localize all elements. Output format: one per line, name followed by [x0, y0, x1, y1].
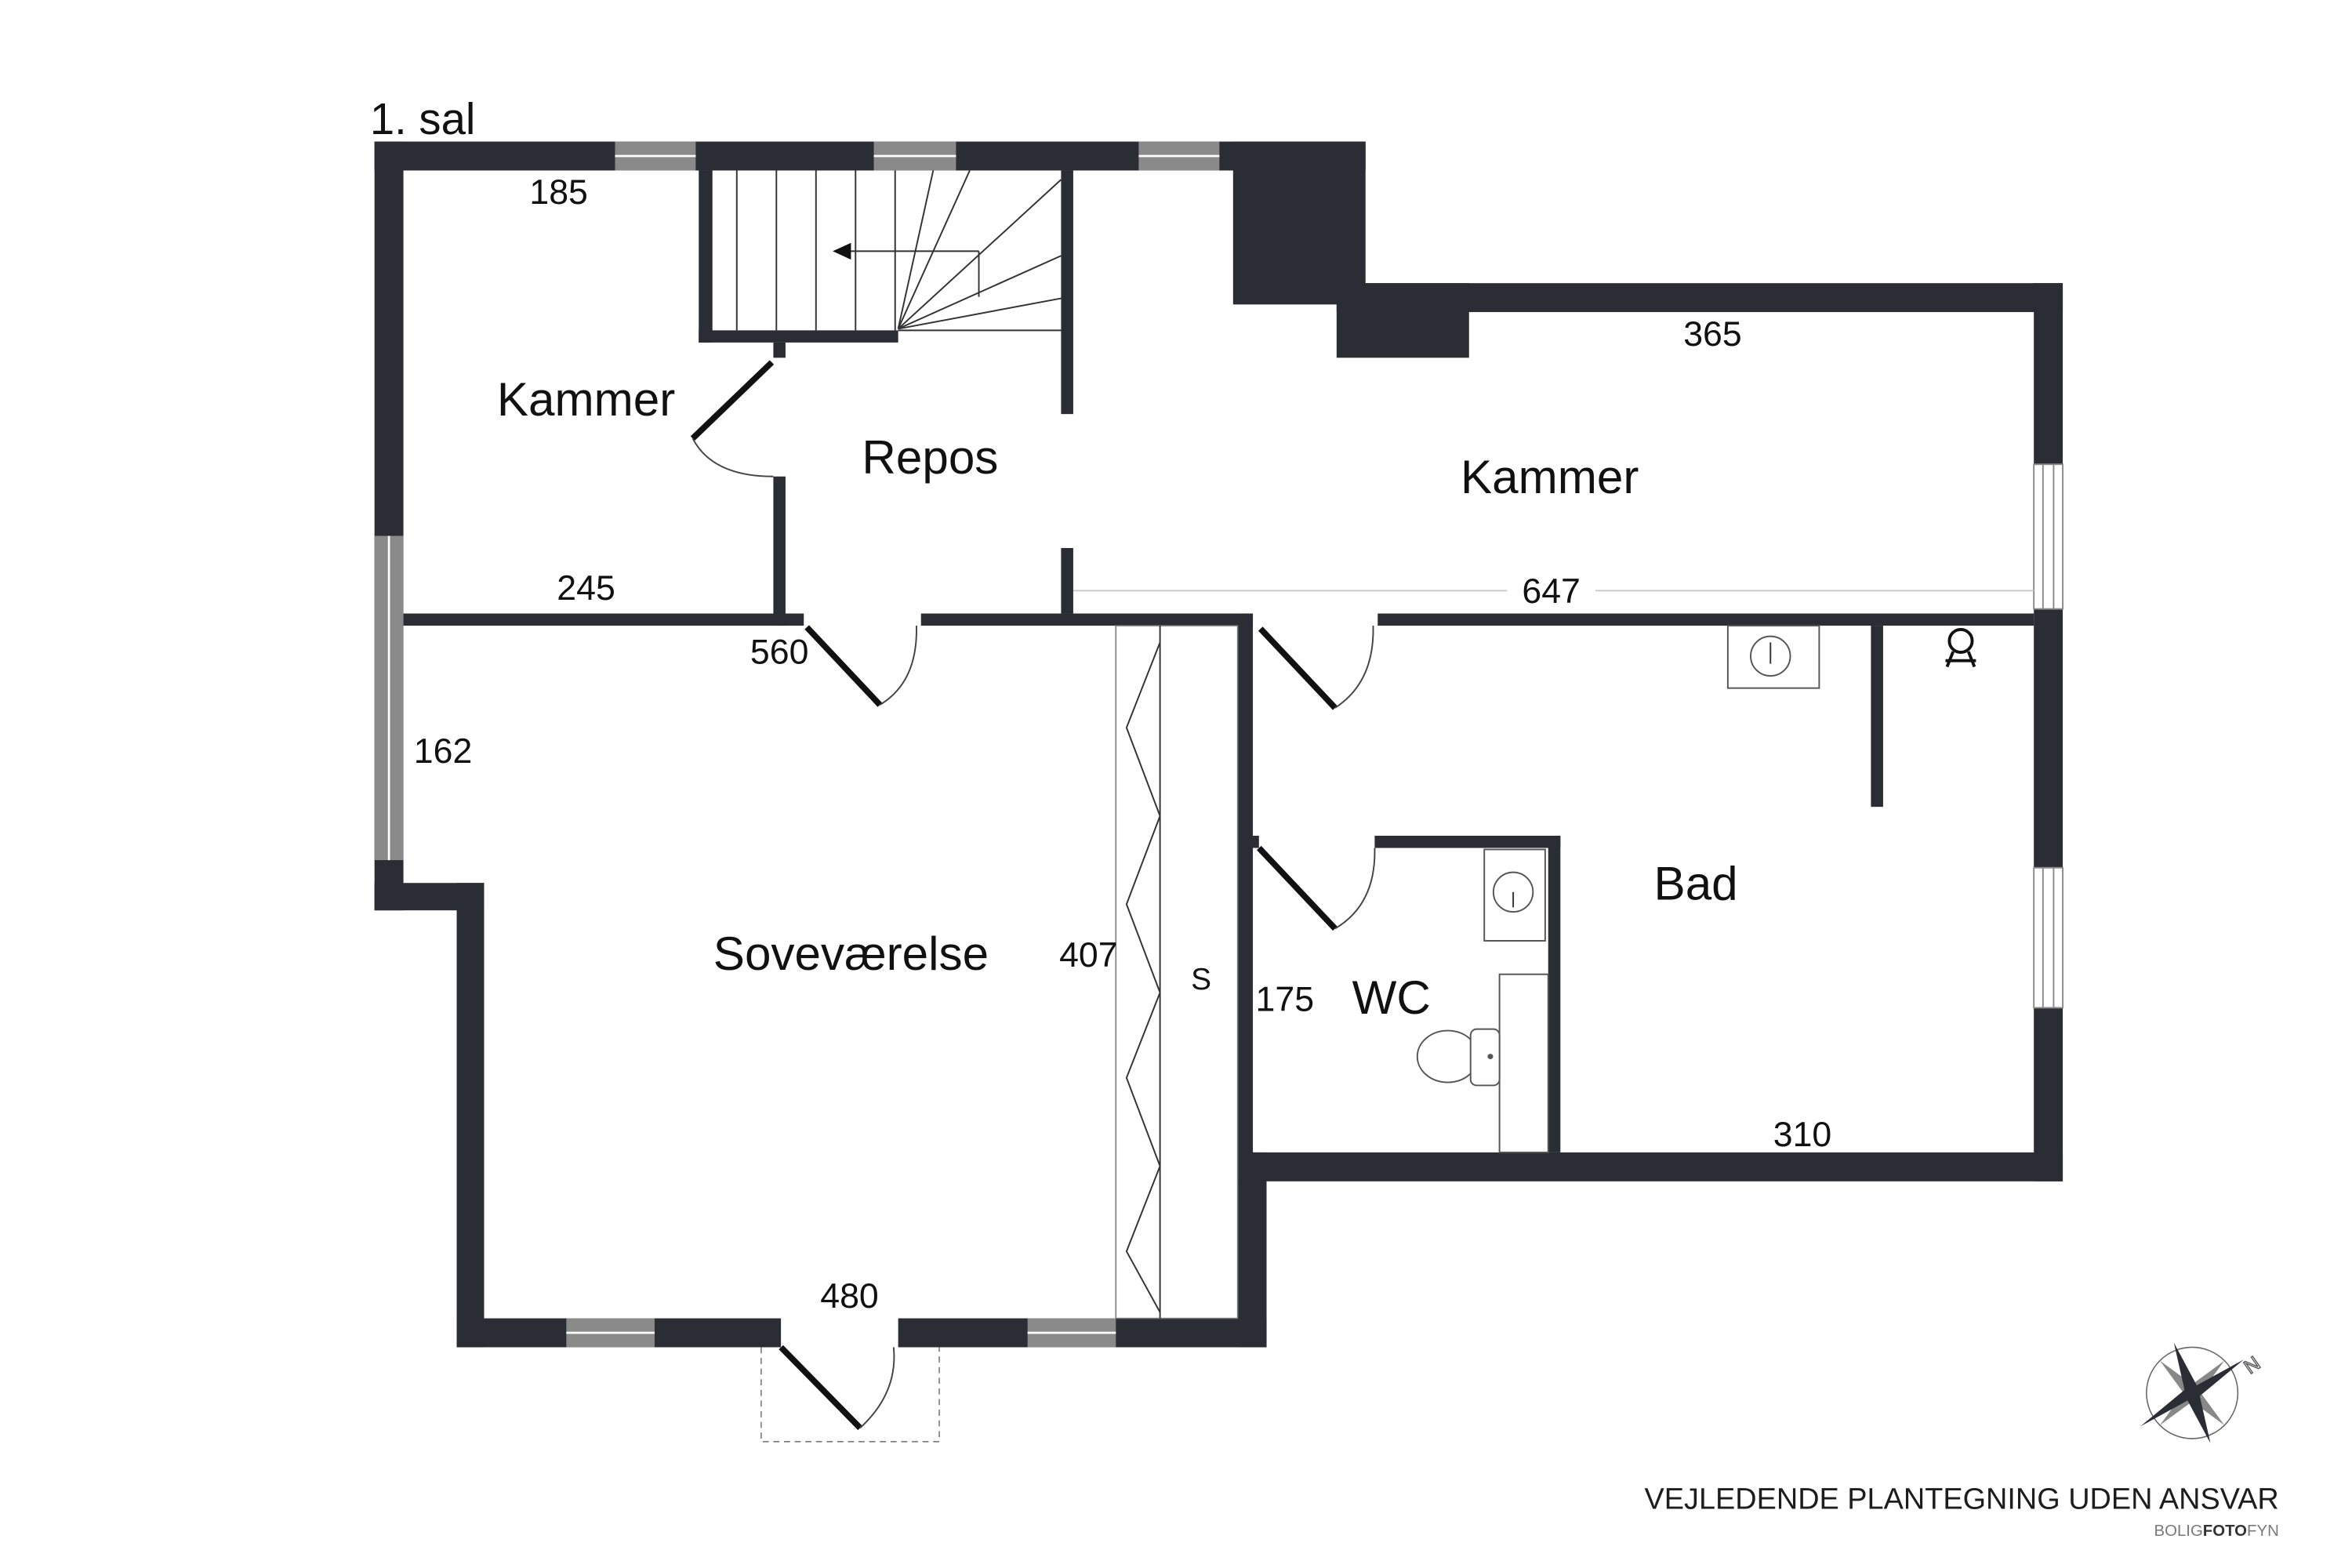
disclaimer-text: VEJLEDENDE PLANTEGNING UDEN ANSVAR — [1645, 1483, 2279, 1515]
room-label-closet: S — [1191, 963, 1211, 996]
window — [615, 141, 696, 171]
wc-counter — [1498, 973, 1549, 1153]
stair-winder — [898, 255, 1062, 330]
bath-sink — [1726, 625, 1820, 689]
wc-top-wall — [1374, 836, 1561, 848]
exterior-walls — [374, 141, 2063, 1348]
brand-part: FOTO — [2203, 1523, 2247, 1540]
right-wall — [2034, 283, 2063, 1181]
stair-right-wall — [1061, 170, 1073, 415]
compass-rose-icon: N — [2140, 1342, 2265, 1443]
dimension-label: 185 — [529, 173, 588, 212]
room-label-kammer-left: Kammer — [497, 373, 675, 426]
wall-block — [1336, 283, 1469, 358]
stair-winder — [897, 170, 971, 329]
door-swing — [879, 626, 917, 706]
dimension-label: 407 — [1059, 936, 1118, 975]
dimension-label: 560 — [750, 633, 809, 672]
left-lower-wall — [456, 883, 485, 1348]
door-leaf — [804, 625, 883, 707]
chimney — [1232, 141, 1366, 305]
wardrobe-outline — [1115, 625, 1239, 1319]
window — [374, 535, 404, 861]
dimension-label: 480 — [820, 1277, 879, 1316]
room-label-sovevaerelse: Soveværelse — [713, 927, 989, 980]
toilet-icon — [1416, 1028, 1501, 1087]
door-entrance — [760, 1345, 940, 1443]
brand-logo: BOLIGFOTOFYN — [2154, 1523, 2279, 1540]
window — [1027, 1318, 1116, 1348]
door-leaf — [690, 360, 775, 441]
door-swing — [691, 437, 774, 477]
door-swing — [859, 1347, 895, 1429]
bedroom-bath-wall — [1237, 613, 1254, 1181]
brand-part: FYN — [2247, 1523, 2279, 1540]
window — [2033, 463, 2064, 610]
arrow-left-icon — [833, 242, 851, 260]
brand-part: BOLIG — [2154, 1523, 2203, 1540]
toilet-tank — [1469, 1028, 1501, 1087]
door-bath — [1258, 626, 1374, 710]
door-leaf — [779, 1345, 862, 1431]
bedroom-right-wall — [1237, 1152, 1267, 1348]
window — [566, 1318, 655, 1348]
window — [2033, 866, 2064, 1009]
dimension-label: 245 — [557, 569, 615, 608]
compass-ring — [2146, 1346, 2239, 1439]
bath-partition-wall — [1871, 626, 1883, 808]
wardrobe-doors — [1125, 642, 1161, 1313]
stair-bottom-wall — [699, 330, 898, 343]
bath-bottom-wall — [1237, 1152, 2063, 1181]
window-frame — [2033, 463, 2064, 610]
repos-bedroom-wall — [920, 613, 1254, 626]
room-label-wc: WC — [1352, 971, 1431, 1024]
wardrobe — [1115, 625, 1239, 1319]
window-frame — [2033, 866, 2064, 1009]
dimension-label: 175 — [1256, 980, 1315, 1018]
interior-walls — [403, 476, 2034, 1181]
window — [873, 141, 956, 171]
staircase — [699, 170, 1073, 415]
door-wc — [1257, 845, 1376, 931]
stair-winder — [898, 297, 1062, 330]
entrance-step — [760, 1347, 940, 1443]
kammer-bedroom-wall — [403, 613, 804, 626]
room-label-kammer-right: Kammer — [1461, 451, 1639, 503]
wc-sink — [1483, 848, 1546, 942]
door-leaf — [1257, 845, 1338, 931]
door-kammer — [690, 360, 775, 477]
water-heater-icon — [1945, 627, 1976, 668]
doors — [690, 360, 1376, 1443]
door-swing — [1334, 626, 1374, 709]
dimension-label: 365 — [1683, 315, 1742, 354]
door-swing — [1334, 848, 1376, 930]
room-label-repos: Repos — [862, 431, 998, 484]
kammer-repos-wall — [773, 476, 786, 626]
repos-kammer-wall — [1061, 548, 1073, 614]
windows — [374, 141, 2064, 1348]
dimension-label: 310 — [1773, 1116, 1832, 1154]
door-bedroom — [804, 625, 917, 707]
wc-door-jamb — [1251, 836, 1259, 848]
floor-label: 1. sal — [370, 94, 476, 143]
dimension-label: 647 — [1522, 572, 1581, 611]
room-label-bad: Bad — [1654, 858, 1738, 910]
dimension-label: 162 — [414, 732, 473, 771]
compass-north-label: N — [2240, 1352, 2264, 1378]
compass-major-star — [2140, 1342, 2245, 1443]
toilet-button — [1487, 1054, 1494, 1060]
door-leaf — [1258, 626, 1338, 710]
wc-right-wall — [1548, 836, 1561, 1152]
heater-body — [1947, 627, 1974, 654]
stair-left-wall — [699, 170, 713, 343]
stair-winder — [897, 170, 935, 329]
stair-corner-wall — [773, 342, 786, 358]
toilet-bowl — [1416, 1029, 1479, 1083]
window — [1138, 141, 1220, 171]
kammer-bath-wall — [1377, 613, 2034, 626]
stair-winder — [897, 179, 1062, 330]
